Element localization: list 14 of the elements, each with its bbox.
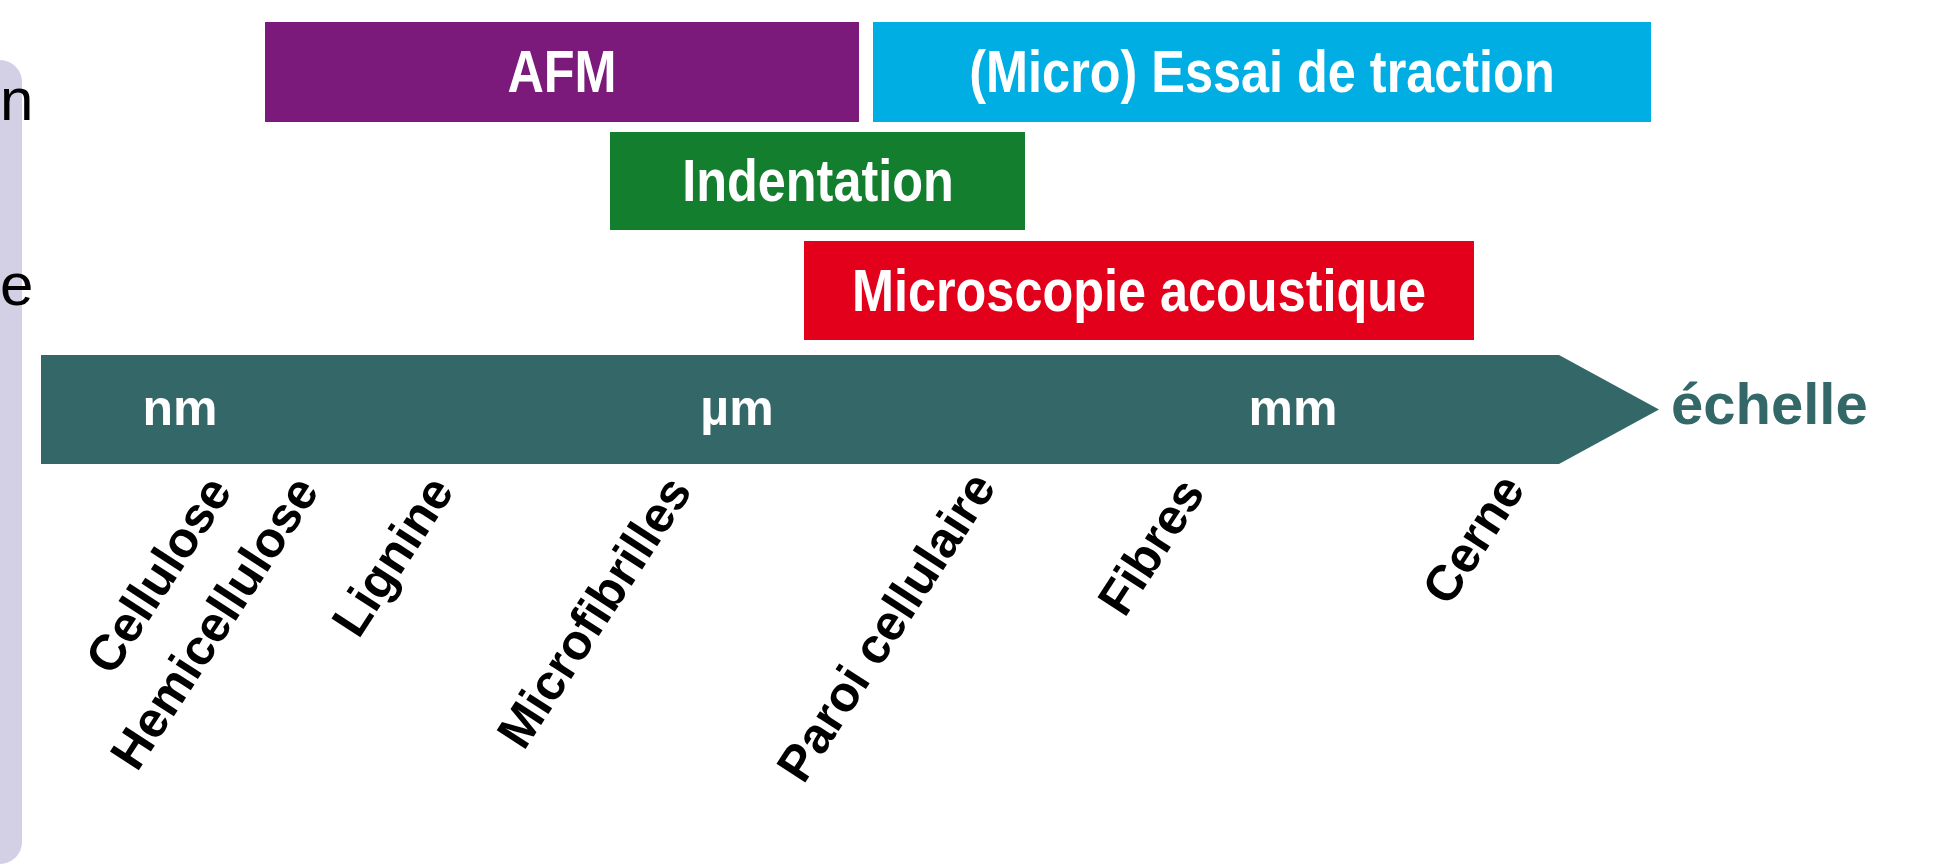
panel-text: e — [0, 255, 34, 315]
unit-label: nm — [142, 382, 218, 432]
method-bar — [804, 241, 1474, 340]
axis-title: échelle — [1671, 375, 1868, 433]
method-bar — [873, 22, 1651, 122]
unit-label: mm — [1248, 382, 1338, 432]
method-label: Indentation — [681, 151, 954, 211]
method-bar — [265, 22, 859, 122]
method-bar — [610, 132, 1025, 230]
method-label: AFM — [507, 42, 617, 102]
method-label: (Micro) Essai de traction — [969, 42, 1555, 102]
panel-text: n — [0, 70, 34, 130]
scale-arrow — [41, 355, 1659, 464]
method-label: Microscopie acoustique — [851, 260, 1427, 321]
